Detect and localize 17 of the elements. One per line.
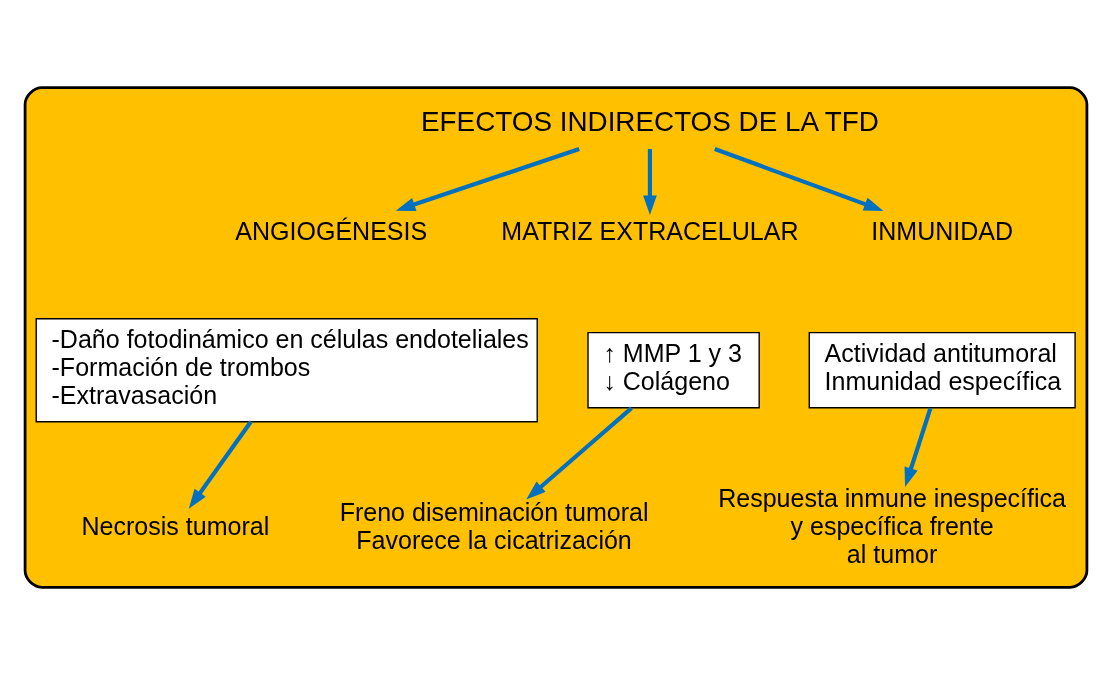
node-text: INMUNIDAD xyxy=(871,216,1014,245)
node-box: ↑ MMP 1 y 3 ↓ Colágeno xyxy=(587,331,760,409)
node-box: -Daño fotodinámico en células endoteliales -Formación de trombos -Extravasación xyxy=(35,318,538,423)
arrow xyxy=(714,147,884,211)
arrow xyxy=(526,406,633,500)
cluster xyxy=(23,86,1089,589)
node-text: ANGIOGÉNESIS xyxy=(235,216,428,245)
arrow xyxy=(643,149,657,216)
node-text: Respuesta inmune inespecífica y específica frente al tumor xyxy=(718,484,1067,568)
node-text: Necrosis tumoral xyxy=(81,511,270,540)
node-text: MATRIZ EXTRACELULAR xyxy=(501,216,799,245)
node-text: Freno diseminación tumoral Favorece la cicatrización xyxy=(339,498,649,554)
node-text: EFECTOS INDIRECTOS DE LA TFD xyxy=(421,105,879,137)
arrow xyxy=(188,420,253,509)
node-box: Actividad antitumoral Inmunidad específica xyxy=(808,331,1076,409)
arrow xyxy=(904,407,933,488)
arrow xyxy=(395,147,580,211)
